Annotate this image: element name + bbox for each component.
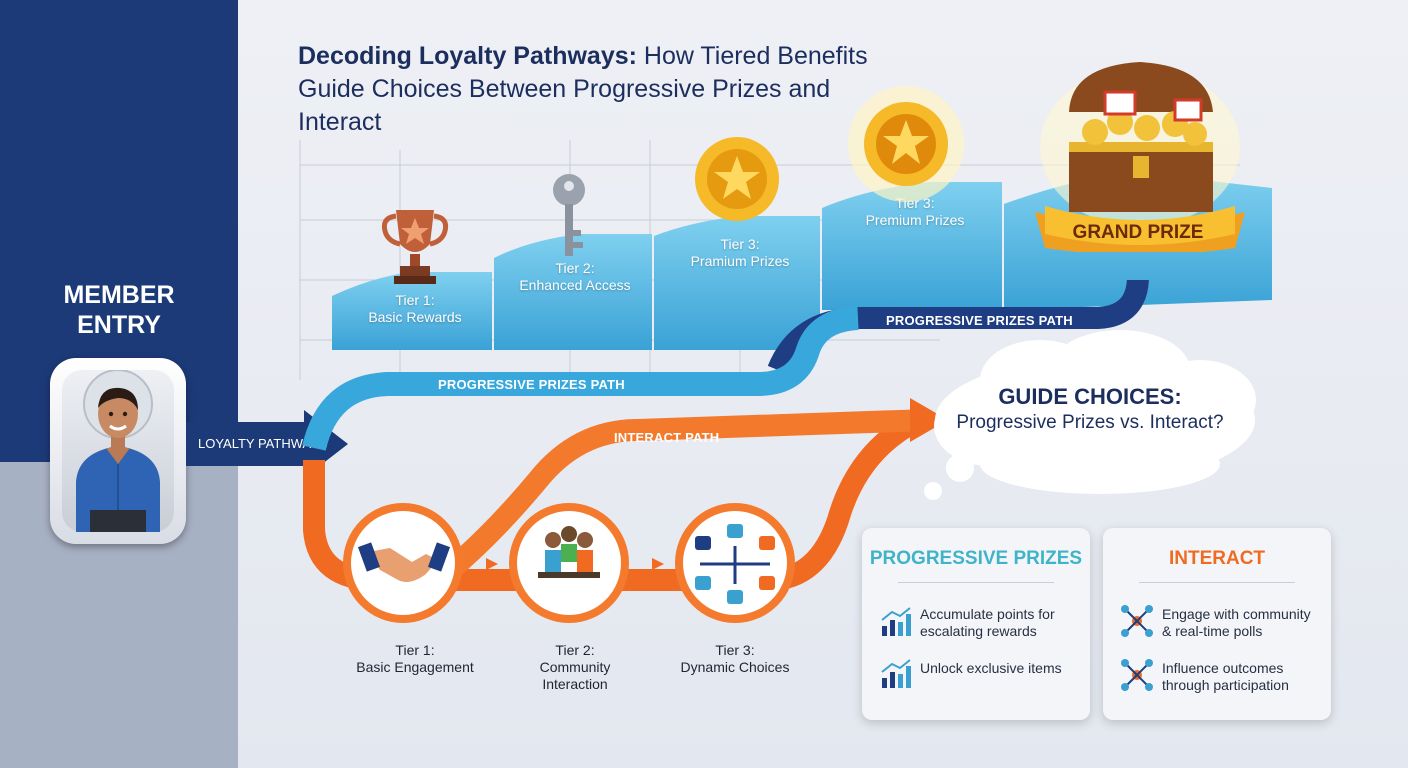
- trophy-icon: [381, 210, 449, 284]
- grand-prize-banner-text: GRAND PRIZE: [1072, 222, 1204, 243]
- member-entry-label: MEMBER ENTRY: [63, 281, 175, 339]
- bottom-tier-1-label: Tier 1: Basic Engagement: [340, 642, 490, 676]
- network-icon: [1121, 659, 1153, 691]
- bottom-tier-2-title: Tier 2:: [555, 642, 595, 658]
- bottom-tier-3-title: Tier 3:: [715, 642, 755, 658]
- interact-item-2: Influence outcomes through participation: [1162, 660, 1289, 693]
- thought-cloud: [924, 330, 1256, 500]
- key-icon: [553, 174, 585, 256]
- growth-chart-icon: [881, 659, 911, 688]
- step-tier-2-label: Tier 2: Enhanced Access: [500, 260, 650, 294]
- thought-title: GUIDE CHOICES:: [998, 384, 1182, 409]
- interact-panel-title: INTERACT: [1168, 548, 1266, 569]
- step-tier-1-title: Tier 1:: [395, 292, 435, 308]
- progressive-item-1: Accumulate points for escalating rewards: [920, 606, 1055, 639]
- bottom-tier-circles: [343, 503, 795, 623]
- step-tier-3b-label: Tier 3: Premium Prizes: [840, 195, 990, 229]
- page-title-bold: Decoding Loyalty Pathways:: [298, 42, 637, 70]
- bottom-tier-1-title: Tier 1:: [395, 642, 435, 658]
- progressive-panel-divider: [898, 582, 1054, 583]
- treasure-chest-icon: [1035, 62, 1245, 252]
- step-tier-1-label: Tier 1: Basic Rewards: [345, 292, 485, 326]
- step-tier-3a-label: Tier 3: Pramium Prizes: [665, 236, 815, 270]
- bottom-tier-3-subtitle: Dynamic Choices: [680, 659, 790, 675]
- progressive-prizes-panel-title: PROGRESSIVE PRIZES: [869, 548, 1083, 569]
- progressive-path-label-lower: PROGRESSIVE PRIZES PATH: [438, 377, 625, 392]
- progressive-path-label-upper: PROGRESSIVE PRIZES PATH: [886, 313, 1073, 328]
- growth-chart-icon: [881, 607, 911, 636]
- step-tier-2-subtitle: Enhanced Access: [519, 277, 631, 293]
- thought-subtitle: Progressive Prizes vs. Interact?: [956, 412, 1224, 433]
- step-tier-1-subtitle: Basic Rewards: [368, 309, 462, 325]
- page-title-rest: How Tiered Benefits Guide Choices Betwee…: [298, 42, 868, 136]
- step-tier-3a-title: Tier 3:: [720, 236, 760, 252]
- loyalty-pathways-label: LOYALTY PATHWAYS: [198, 436, 328, 451]
- progressive-item-2: Unlock exclusive items: [920, 660, 1062, 676]
- bottom-tier-3-label: Tier 3: Dynamic Choices: [660, 642, 810, 676]
- star-medal-icon: [695, 137, 779, 221]
- network-icon: [1121, 605, 1153, 637]
- interact-item-1: Engage with community & real-time polls: [1162, 606, 1311, 639]
- community-circle: [509, 503, 629, 623]
- interact-path-label: INTERACT PATH: [614, 430, 720, 445]
- member-avatar-icon: [76, 370, 160, 532]
- interact-panel-divider: [1139, 582, 1295, 583]
- pathways: [302, 280, 1149, 591]
- choices-circle: [675, 503, 795, 623]
- step-tier-3a-subtitle: Pramium Prizes: [690, 253, 790, 269]
- handshake-circle: [343, 503, 463, 623]
- bottom-tier-2-label: Tier 2: Community Interaction: [500, 642, 650, 693]
- bottom-tier-2-subtitle-2: Interaction: [542, 676, 608, 692]
- glowing-star-medal-icon: [848, 86, 964, 202]
- step-tier-3b-subtitle: Premium Prizes: [865, 212, 965, 228]
- step-tier-2-title: Tier 2:: [555, 260, 595, 276]
- bottom-tier-2-subtitle: Community: [539, 659, 611, 675]
- bottom-tier-1-subtitle: Basic Engagement: [356, 659, 474, 675]
- page-title: Decoding Loyalty Pathways: How Tiered Be…: [298, 40, 918, 139]
